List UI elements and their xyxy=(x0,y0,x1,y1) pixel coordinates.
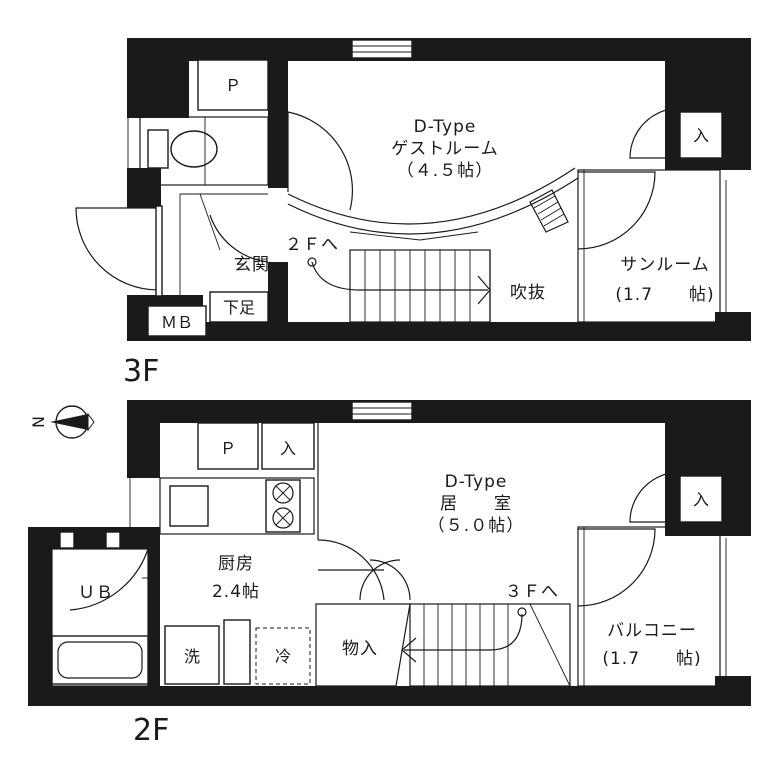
wall xyxy=(127,168,161,208)
closet-label: 入 xyxy=(280,439,296,458)
wall xyxy=(127,400,751,423)
kitchen-name: 厨房 xyxy=(218,554,254,574)
stairs-up-label: ３Ｆへ xyxy=(505,582,559,602)
closet xyxy=(679,111,723,159)
toilet-tank xyxy=(147,129,169,169)
floor-2f-label: 2F xyxy=(133,713,169,748)
pipe-space xyxy=(197,422,259,470)
balcony-name: バルコニー xyxy=(607,621,697,641)
window xyxy=(351,39,413,59)
closet-door xyxy=(629,107,681,159)
fridge-label: 冷 xyxy=(275,647,291,666)
wall xyxy=(148,527,160,706)
closet-door xyxy=(629,471,681,523)
shoe-box xyxy=(209,291,269,323)
room-door xyxy=(287,111,353,211)
void-label: 吹抜 xyxy=(510,283,546,303)
closet-label: 入 xyxy=(693,490,709,509)
stairs-down-label: ２Ｆへ xyxy=(285,235,339,255)
guest-room-size: （４.５帖） xyxy=(397,161,493,181)
sink xyxy=(169,485,209,527)
compass-label: N xyxy=(29,416,48,428)
pipe-space-label: Ｐ xyxy=(225,76,241,95)
stairs xyxy=(401,603,571,687)
cabinet xyxy=(223,619,251,685)
sunroom-name: サンルーム xyxy=(620,255,710,275)
living-room-size: （５.０帖） xyxy=(428,516,524,536)
unit-bath xyxy=(51,548,149,687)
kitchen-counter xyxy=(159,477,315,535)
pipe-space xyxy=(197,59,269,111)
wall xyxy=(715,676,751,706)
closet xyxy=(679,475,723,523)
balcony-door xyxy=(577,528,656,607)
meter-box-label: ＭＢ xyxy=(161,313,193,332)
sunroom-door xyxy=(577,171,656,250)
wall xyxy=(715,312,751,341)
sunroom-size: (1.7 帖) xyxy=(615,285,714,305)
compass-icon: N xyxy=(29,405,95,439)
wall xyxy=(127,38,751,61)
guest-room-type: D-Type xyxy=(414,117,477,137)
balcony-size: (1.7 帖) xyxy=(602,649,701,669)
fridge xyxy=(255,627,311,685)
living-room-type: D-Type xyxy=(445,472,508,492)
storage-label: 物入 xyxy=(342,639,378,659)
shoe-box-label: 下足 xyxy=(223,298,255,317)
stairs xyxy=(307,249,491,323)
closet-label: 入 xyxy=(693,126,709,145)
washer xyxy=(164,625,220,685)
floor-2f: Ｐ 入 厨房 2.4帖 洗 冷 ＵＢ xyxy=(28,400,751,748)
floor-3f: Ｐ 入 下足 ＭＢ 玄関 xyxy=(75,38,751,389)
entry-door xyxy=(75,207,159,291)
entrance-label: 玄関 xyxy=(234,255,270,275)
wall xyxy=(268,262,288,322)
wall xyxy=(127,38,189,118)
wall xyxy=(28,527,52,706)
wall xyxy=(28,527,158,549)
wall xyxy=(28,686,158,706)
wall xyxy=(268,58,288,188)
pipe-space-label: Ｐ xyxy=(220,439,236,458)
washer-label: 洗 xyxy=(184,647,200,666)
unit-bath-label: ＵＢ xyxy=(78,583,114,603)
toilet-room xyxy=(139,116,269,186)
hatch xyxy=(529,189,569,233)
floor-3f-label: 3F xyxy=(123,354,159,389)
living-room-name: 居 室 xyxy=(440,494,512,514)
storage xyxy=(315,603,411,687)
stove xyxy=(265,479,301,533)
wall xyxy=(127,686,751,706)
curved-wall xyxy=(287,167,576,225)
wall xyxy=(127,322,751,341)
meter-box xyxy=(147,305,207,337)
toilet-bowl xyxy=(170,130,218,168)
closet xyxy=(261,422,315,470)
bathtub xyxy=(51,635,149,685)
kitchen-size: 2.4帖 xyxy=(212,582,260,602)
window xyxy=(351,401,413,421)
wall xyxy=(127,400,160,478)
guest-room-name: ゲストルーム xyxy=(391,139,499,159)
room-door xyxy=(317,539,385,601)
